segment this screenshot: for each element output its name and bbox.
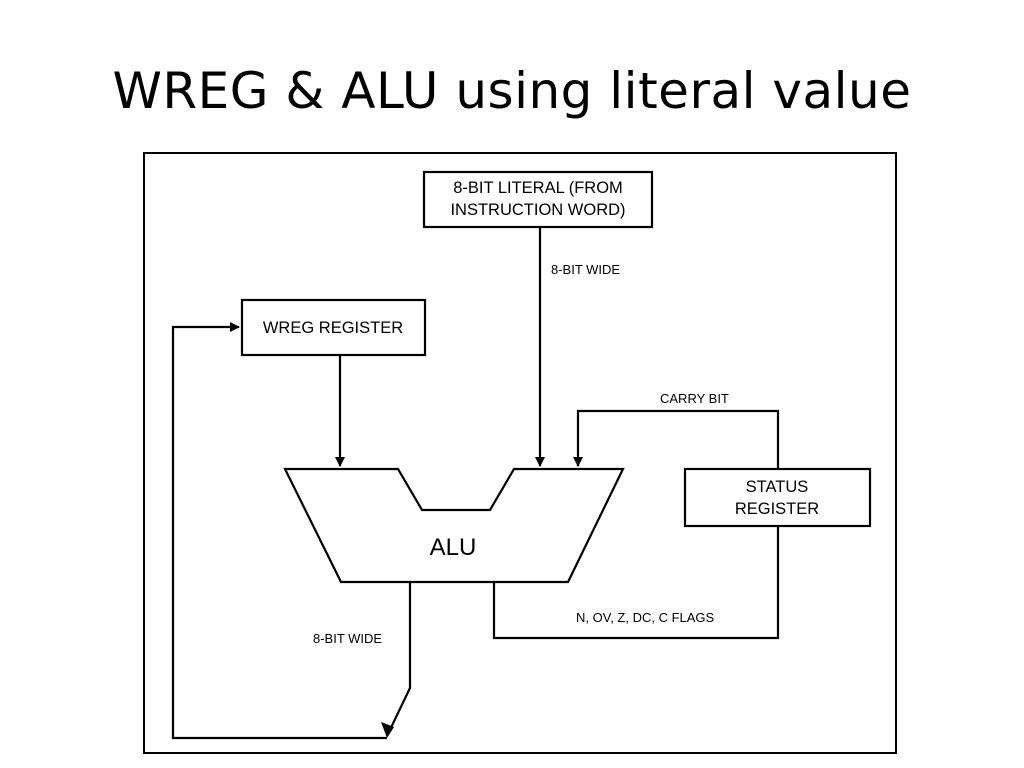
literal-box xyxy=(422,170,654,229)
status-register-line2: REGISTER xyxy=(735,500,819,518)
literal-box-line2: INSTRUCTION WORD) xyxy=(450,201,625,219)
alu-output-wire xyxy=(386,582,412,737)
carry-bit-wire xyxy=(573,409,780,469)
output-feedback-wire xyxy=(171,322,387,740)
slide-title: WREG & ALU using literal value xyxy=(112,62,912,120)
literal-box-line1: 8-BIT LITERAL (FROM xyxy=(453,179,623,197)
alu-label: ALU xyxy=(430,534,477,561)
status-register-line1: STATUS xyxy=(746,478,809,496)
alu-block xyxy=(283,467,625,584)
diagram-frame xyxy=(143,152,897,754)
wreg-register-label: WREG REGISTER xyxy=(263,319,403,337)
flags-label: N, OV, Z, DC, C FLAGS xyxy=(576,610,715,625)
output-bus-label: 8-BIT WIDE xyxy=(313,631,382,646)
flags-wire xyxy=(492,526,780,640)
literal-bus-label: 8-BIT WIDE xyxy=(551,262,620,277)
wreg-register-box xyxy=(240,298,427,357)
carry-bit-label: CARRY BIT xyxy=(660,391,729,406)
output-arrowhead xyxy=(381,722,394,738)
